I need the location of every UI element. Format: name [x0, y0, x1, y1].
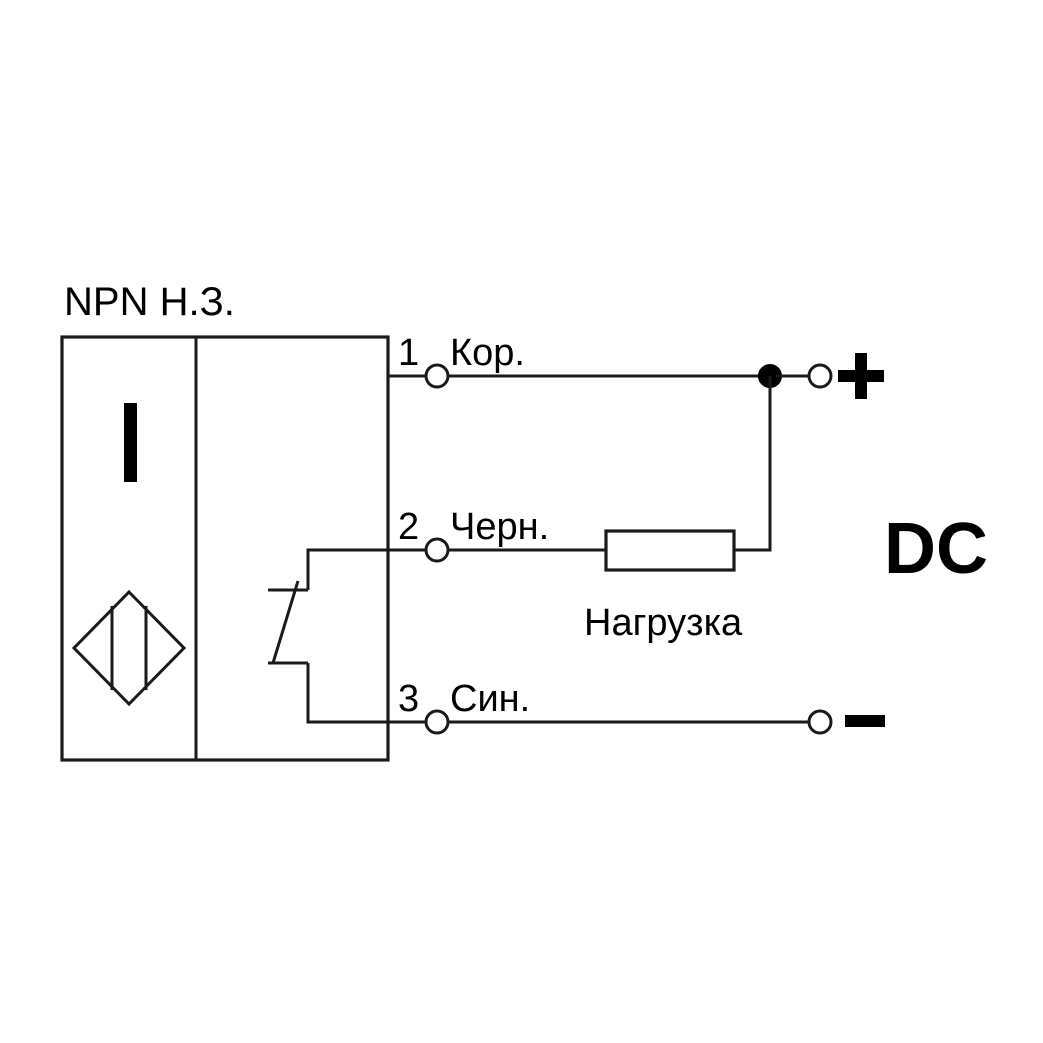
load-label: Нагрузка [584, 602, 743, 644]
supply-type-label: DC [884, 509, 988, 589]
inductive-sensor-diamond [71, 589, 187, 707]
terminal-1-brown[interactable] [424, 363, 450, 389]
terminal-1-color-label: Кор. [450, 332, 525, 374]
switch-lower-lead [306, 663, 437, 724]
wire-load-to-positive-rail [734, 376, 772, 552]
switch-upper-lead [306, 548, 437, 590]
terminal-3-blue[interactable] [424, 709, 450, 735]
diagram-title: NPN Н.З. [64, 280, 235, 324]
load-resistor[interactable] [604, 529, 736, 572]
supply-positive-terminal[interactable] [807, 363, 833, 389]
switch-moving-blade [271, 580, 300, 664]
supply-negative-terminal[interactable] [807, 709, 833, 735]
terminal-2-color-label: Черн. [450, 506, 549, 548]
led-indicator-bar [124, 403, 137, 482]
minus-sign-icon [845, 715, 885, 727]
terminal-1-number: 1 [398, 332, 419, 374]
terminal-3-number: 3 [398, 678, 419, 720]
plus-sign-icon [838, 353, 884, 399]
terminal-3-color-label: Син. [450, 678, 530, 720]
terminal-2-number: 2 [398, 506, 419, 548]
terminal-2-black[interactable] [424, 537, 450, 563]
